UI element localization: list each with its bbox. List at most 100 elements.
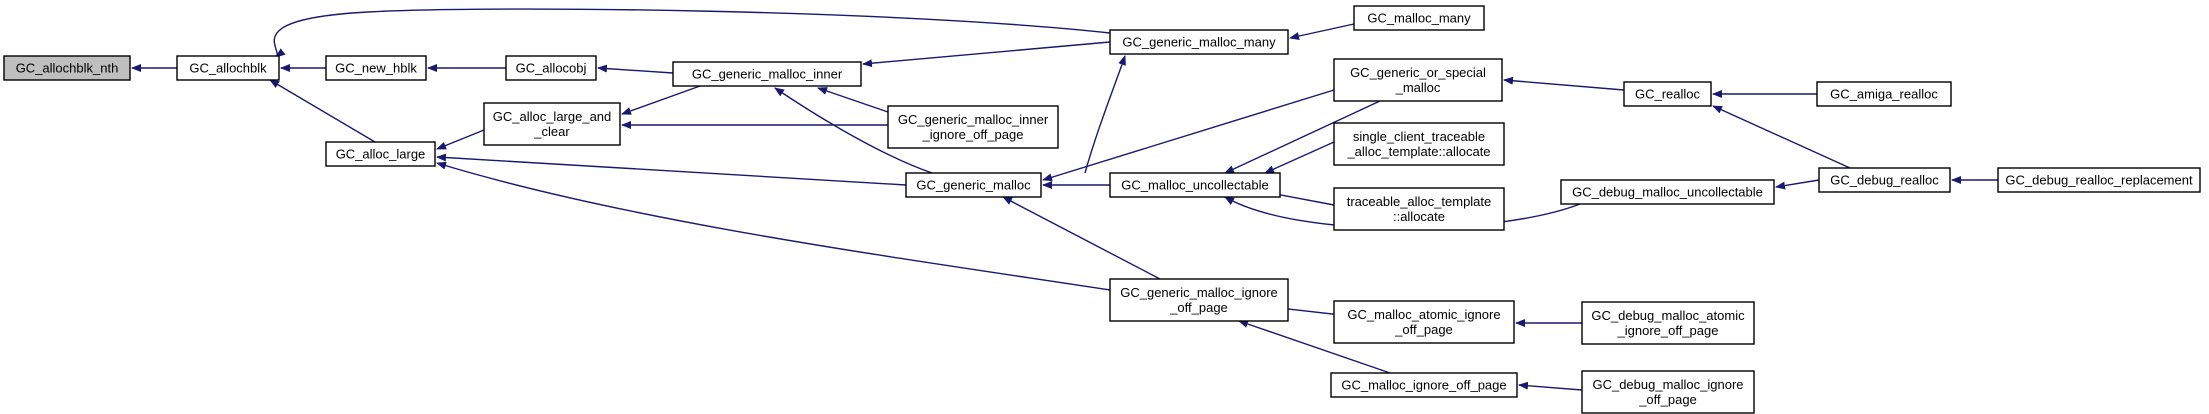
node-box-gc-allochblk-nth [3, 55, 131, 81]
node-label-gc-malloc-many: GC_malloc_many [1367, 11, 1471, 26]
edge-gc-generic-or-special-malloc-to-gc-generic-malloc [1042, 89, 1335, 182]
node-label-gc-generic-malloc: GC_generic_malloc [916, 178, 1031, 193]
node-box-gc-debug-realloc-replacement [1997, 167, 2201, 193]
node-label-gc-generic-malloc-inner: GC_generic_malloc_inner [692, 67, 843, 82]
node-gc-allocobj[interactable]: GC_allocobj [505, 55, 597, 81]
edge-single-client-traceable-alloc-template-allocate-to-gc-malloc-uncollectable [1264, 141, 1335, 174]
node-label-gc-malloc-atomic-ignore-off-page-line-2: _off_page [1394, 322, 1453, 337]
node-box-gc-alloc-large-and-clear [483, 102, 621, 146]
node-box-gc-malloc-ignore-off-page [1330, 372, 1518, 398]
node-gc-generic-malloc-many[interactable]: GC_generic_malloc_many [1109, 29, 1289, 55]
node-single-client-traceable-alloc-template-allocate[interactable]: single_client_traceable_alloc_template::… [1333, 122, 1505, 166]
node-gc-debug-malloc-atomic-ignore-off-page[interactable]: GC_debug_malloc_atomic_ignore_off_page [1581, 301, 1755, 345]
edge-gc-generic-malloc-to-gc-generic-malloc-many [1084, 55, 1126, 174]
node-gc-generic-malloc-ignore-off-page[interactable]: GC_generic_malloc_ignore_off_page [1109, 278, 1289, 322]
node-gc-generic-malloc-inner-ignore-off-page[interactable]: GC_generic_malloc_inner_ignore_off_page [887, 105, 1059, 149]
edge-gc-debug-realloc-to-gc-realloc [1712, 105, 1851, 169]
edge-gc-debug-malloc-ignore-off-page-to-gc-malloc-ignore-off-page [1518, 381, 1583, 391]
node-box-gc-alloc-large [325, 141, 436, 167]
node-box-traceable-alloc-template-allocate [1333, 187, 1505, 231]
node-box-single-client-traceable-alloc-template-allocate [1333, 122, 1505, 166]
node-box-gc-debug-malloc-ignore-off-page [1581, 370, 1755, 414]
node-box-gc-generic-or-special-malloc [1333, 58, 1503, 102]
node-gc-debug-malloc-uncollectable[interactable]: GC_debug_malloc_uncollectable [1560, 179, 1775, 205]
edge-gc-generic-malloc-to-gc-generic-malloc-inner [774, 87, 933, 174]
node-label-gc-debug-malloc-ignore-off-page-line-1: GC_debug_malloc_ignore [1592, 377, 1743, 392]
edge-gc-generic-malloc-many-to-gc-generic-malloc-inner [862, 41, 1111, 68]
node-box-gc-debug-malloc-uncollectable [1560, 179, 1775, 205]
node-label-gc-allocobj: GC_allocobj [516, 61, 587, 76]
edges-layer [131, 8, 1998, 391]
node-label-gc-alloc-large-and-clear-line-2: _clear [533, 124, 570, 139]
node-label-gc-malloc-atomic-ignore-off-page-line-1: GC_malloc_atomic_ignore [1347, 307, 1500, 322]
node-gc-malloc-uncollectable[interactable]: GC_malloc_uncollectable [1109, 172, 1281, 198]
node-gc-alloc-large[interactable]: GC_alloc_large [325, 141, 436, 167]
edge-gc-alloc-large-and-clear-to-gc-alloc-large [436, 129, 485, 150]
node-gc-allochblk-nth[interactable]: GC_allochblk_nth [3, 55, 131, 81]
node-box-gc-amiga-realloc [1816, 81, 1952, 107]
node-gc-realloc[interactable]: GC_realloc [1623, 81, 1712, 107]
node-gc-malloc-many[interactable]: GC_malloc_many [1353, 5, 1485, 31]
edge-gc-generic-malloc-ignore-off-page-to-gc-generic-malloc [1002, 196, 1161, 280]
edge-gc-generic-malloc-many-to-gc-allochblk [273, 8, 1111, 58]
edge-gc-debug-realloc-to-gc-debug-malloc-uncollectable [1775, 179, 1820, 190]
node-label-gc-debug-realloc-replacement: GC_debug_realloc_replacement [2005, 173, 2193, 188]
node-gc-debug-realloc[interactable]: GC_debug_realloc [1818, 167, 1951, 193]
node-label-gc-new-hblk: GC_new_hblk [335, 61, 417, 76]
node-gc-allochblk[interactable]: GC_allochblk [176, 55, 280, 81]
node-label-gc-allochblk: GC_allochblk [189, 61, 267, 76]
node-label-single-client-traceable-alloc-template-allocate-line-2: _alloc_template::allocate [1346, 144, 1490, 159]
node-box-gc-generic-malloc-many [1109, 29, 1289, 55]
node-traceable-alloc-template-allocate[interactable]: traceable_alloc_template::allocate [1333, 187, 1505, 231]
node-label-traceable-alloc-template-allocate-line-2: ::allocate [1393, 209, 1445, 224]
node-label-gc-alloc-large-and-clear-line-1: GC_alloc_large_and [493, 109, 612, 124]
node-label-gc-debug-malloc-uncollectable: GC_debug_malloc_uncollectable [1572, 185, 1763, 200]
node-label-gc-alloc-large: GC_alloc_large [336, 147, 426, 162]
node-label-gc-allochblk-nth: GC_allochblk_nth [16, 61, 119, 76]
node-box-gc-realloc [1623, 81, 1712, 107]
node-label-single-client-traceable-alloc-template-allocate-line-1: single_client_traceable [1353, 129, 1485, 144]
node-box-gc-allochblk [176, 55, 280, 81]
node-gc-generic-malloc-inner[interactable]: GC_generic_malloc_inner [672, 61, 862, 87]
node-label-gc-realloc: GC_realloc [1635, 87, 1701, 102]
node-label-gc-debug-malloc-ignore-off-page-line-2: _off_page [1638, 392, 1697, 407]
node-gc-malloc-atomic-ignore-off-page[interactable]: GC_malloc_atomic_ignore_off_page [1333, 300, 1515, 344]
node-gc-debug-realloc-replacement[interactable]: GC_debug_realloc_replacement [1997, 167, 2201, 193]
edge-gc-malloc-many-to-gc-generic-malloc-many [1289, 23, 1355, 40]
node-box-gc-new-hblk [325, 55, 427, 81]
node-gc-new-hblk[interactable]: GC_new_hblk [325, 55, 427, 81]
node-box-gc-malloc-uncollectable [1109, 172, 1281, 198]
node-label-gc-generic-malloc-ignore-off-page-line-2: _off_page [1169, 300, 1228, 315]
node-box-gc-debug-malloc-atomic-ignore-off-page [1581, 301, 1755, 345]
node-label-gc-generic-malloc-many: GC_generic_malloc_many [1122, 35, 1276, 50]
node-box-gc-malloc-many [1353, 5, 1485, 31]
node-label-gc-generic-or-special-malloc-line-1: GC_generic_or_special [1350, 65, 1486, 80]
edge-gc-generic-malloc-inner-ignore-off-page-to-gc-generic-malloc-inner [817, 87, 889, 113]
edge-gc-malloc-ignore-off-page-to-gc-generic-malloc-ignore-off-page [1238, 320, 1391, 374]
node-gc-debug-malloc-ignore-off-page[interactable]: GC_debug_malloc_ignore_off_page [1581, 370, 1755, 414]
node-label-gc-debug-malloc-atomic-ignore-off-page-line-1: GC_debug_malloc_atomic [1591, 308, 1745, 323]
edge-gc-generic-malloc-inner-to-gc-alloc-large-and-clear [621, 85, 701, 115]
node-label-gc-malloc-ignore-off-page: GC_malloc_ignore_off_page [1341, 378, 1506, 393]
node-box-gc-generic-malloc-ignore-off-page [1109, 278, 1289, 322]
node-gc-alloc-large-and-clear[interactable]: GC_alloc_large_and_clear [483, 102, 621, 146]
node-box-gc-allocobj [505, 55, 597, 81]
node-label-gc-generic-or-special-malloc-line-2: _malloc [1395, 80, 1441, 95]
node-gc-generic-or-special-malloc[interactable]: GC_generic_or_special_malloc [1333, 58, 1503, 102]
node-gc-amiga-realloc[interactable]: GC_amiga_realloc [1816, 81, 1952, 107]
node-label-gc-amiga-realloc: GC_amiga_realloc [1830, 87, 1938, 102]
edge-gc-generic-or-special-malloc-to-gc-malloc-uncollectable [1224, 100, 1381, 174]
node-label-gc-debug-malloc-atomic-ignore-off-page-line-2: _ignore_off_page [1617, 323, 1719, 338]
node-gc-generic-malloc[interactable]: GC_generic_malloc [905, 172, 1042, 198]
node-label-traceable-alloc-template-allocate-line-1: traceable_alloc_template [1347, 194, 1492, 209]
node-label-gc-generic-malloc-inner-ignore-off-page-line-2: _ignore_off_page [922, 127, 1024, 142]
node-box-gc-generic-malloc-inner-ignore-off-page [887, 105, 1059, 149]
node-gc-malloc-ignore-off-page[interactable]: GC_malloc_ignore_off_page [1330, 372, 1518, 398]
edge-gc-generic-malloc-to-gc-alloc-large [436, 153, 907, 186]
node-box-gc-generic-malloc [905, 172, 1042, 198]
node-box-gc-malloc-atomic-ignore-off-page [1333, 300, 1515, 344]
node-label-gc-malloc-uncollectable: GC_malloc_uncollectable [1121, 178, 1268, 193]
edge-gc-generic-malloc-inner-to-gc-allocobj [597, 64, 674, 74]
